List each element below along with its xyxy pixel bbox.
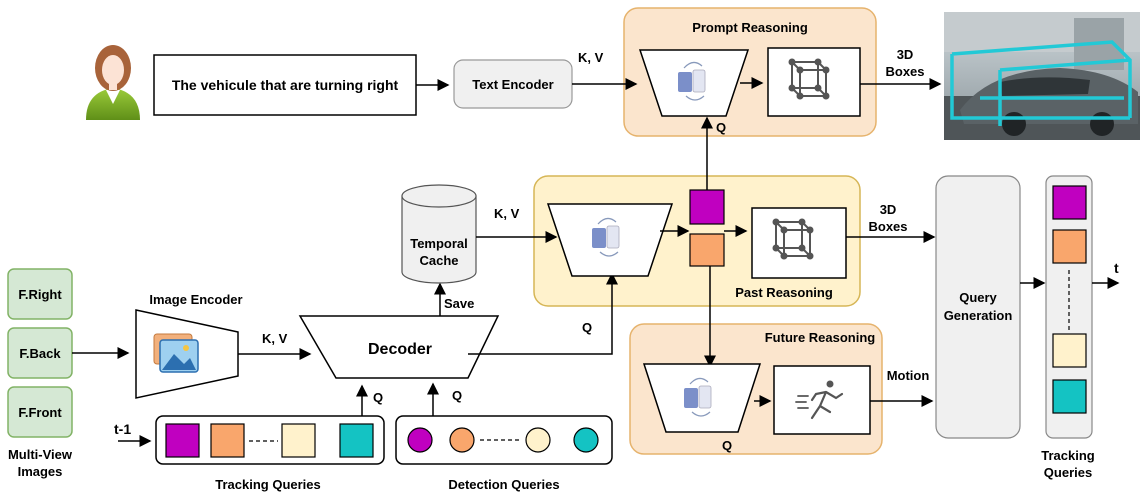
tracking-query-orange: [210, 423, 245, 458]
detection-query-magenta: [407, 427, 433, 453]
decoder-out-q-label: Q: [582, 320, 592, 335]
detection-query-orange: [449, 427, 475, 453]
future-output-label: Motion: [887, 368, 930, 383]
prompt-cube-icon: [788, 58, 830, 100]
detection-query-yellow: [525, 427, 551, 453]
image-encoder-kv-label: K, V: [262, 331, 288, 346]
view-label-front: F.Front: [18, 405, 62, 420]
query-generation-block: [935, 175, 1021, 439]
past-output-label-line2: Boxes: [868, 219, 907, 234]
future-reasoning-title: Future Reasoning: [765, 330, 876, 345]
tracking-queries-caption: Tracking Queries: [215, 477, 321, 492]
decoder-q-left-label: Q: [373, 390, 383, 405]
temporal-cache-kv-label: K, V: [494, 206, 520, 221]
decoder-block: [298, 315, 500, 379]
decoder-q-right-label: Q: [452, 388, 462, 403]
query-generation-label-line1: Query: [959, 290, 997, 305]
prompt-text-box: [153, 54, 417, 116]
detection-query-cyan: [573, 427, 599, 453]
prompt-3d-box-block: [767, 47, 861, 117]
detection-queries-caption: Detection Queries: [448, 477, 559, 492]
past-attention-icon: [592, 217, 620, 257]
prompt-kv-label: K, V: [578, 50, 604, 65]
future-attention-icon: [684, 377, 712, 417]
prompt-q-label: Q: [716, 120, 726, 135]
output-query-magenta: [1052, 185, 1087, 220]
text-encoder-label: Text Encoder: [472, 77, 553, 92]
past-query-magenta: [689, 189, 725, 225]
running-person-icon: [795, 380, 844, 420]
scene-photo: [944, 12, 1140, 140]
view-label-back: F.Back: [19, 346, 61, 361]
decoder-save-label: Save: [444, 296, 474, 311]
output-tracking-caption-line1: Tracking: [1041, 448, 1095, 463]
prompt-output-label-line1: 3D: [897, 47, 914, 62]
tracking-query-cyan: [339, 423, 374, 458]
image-encoder-title: Image Encoder: [149, 292, 242, 307]
past-output-label-line1: 3D: [880, 202, 897, 217]
prompt-text: The vehicule that are turning right: [172, 77, 399, 93]
output-query-orange: [1052, 229, 1087, 264]
output-query-cyan: [1052, 379, 1087, 414]
prompt-reasoning-title: Prompt Reasoning: [692, 20, 808, 35]
output-tracking-caption-line2: Queries: [1044, 465, 1092, 480]
past-query-orange: [689, 233, 725, 267]
view-label-right: F.Right: [18, 287, 62, 302]
multiview-caption-line1: Multi-View: [8, 447, 73, 462]
temporal-cache-label-line1: Temporal: [410, 236, 468, 251]
tracking-query-yellow: [281, 423, 316, 458]
past-reasoning-title: Past Reasoning: [735, 285, 833, 300]
temporal-cache-cylinder: [401, 184, 477, 284]
future-q-label: Q: [722, 438, 732, 453]
tracking-query-magenta: [165, 423, 200, 458]
decoder-title: Decoder: [368, 341, 432, 358]
user-avatar-icon: [86, 45, 140, 120]
temporal-cache-label-line2: Cache: [419, 253, 458, 268]
output-time-label: t: [1114, 260, 1119, 276]
output-query-yellow: [1052, 333, 1087, 368]
image-icon: [153, 333, 199, 373]
past-cube-icon: [772, 218, 814, 260]
tracking-time-label: t-1: [114, 421, 131, 437]
query-generation-label-line2: Generation: [944, 308, 1013, 323]
view-box-right: [7, 268, 73, 320]
past-3d-box-block: [751, 207, 847, 279]
view-box-front: [7, 386, 73, 438]
prompt-attention-icon: [678, 61, 706, 101]
prompt-output-label-line2: Boxes: [885, 64, 924, 79]
multiview-caption-line2: Images: [18, 464, 63, 479]
